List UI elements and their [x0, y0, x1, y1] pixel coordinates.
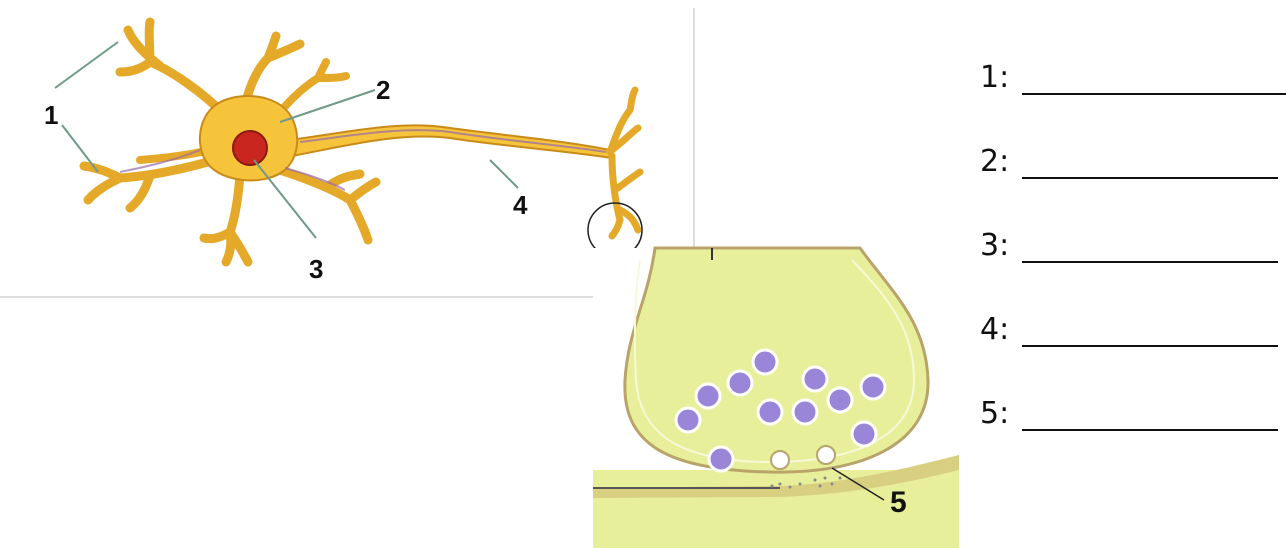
- answer-label: 4:: [980, 312, 1022, 347]
- dendrite: [120, 22, 225, 115]
- answer-label: 3:: [980, 228, 1022, 263]
- callout-4: 4: [513, 190, 528, 220]
- dendrite: [280, 62, 346, 112]
- dendrite: [204, 175, 248, 262]
- answer-blank[interactable]: [1022, 345, 1278, 347]
- answer-row-4: 4:: [980, 312, 1278, 347]
- answer-row-5: 5:: [980, 396, 1278, 431]
- callout-2: 2: [376, 75, 390, 105]
- callout-5: 5: [890, 486, 907, 519]
- answer-row-3: 3:: [980, 228, 1278, 263]
- neuron-illustration: [84, 22, 640, 262]
- answer-blank[interactable]: [1022, 93, 1286, 95]
- answer-blank[interactable]: [1022, 261, 1278, 263]
- answer-blank[interactable]: [1022, 177, 1278, 179]
- answer-label: 2:: [980, 144, 1022, 179]
- answer-row-1: 1:: [980, 60, 1286, 95]
- answer-label: 5:: [980, 396, 1022, 431]
- answer-label: 1:: [980, 60, 1022, 95]
- callout-3: 3: [309, 254, 323, 284]
- dendrite: [280, 170, 376, 240]
- nucleus: [233, 131, 267, 165]
- answer-row-2: 2:: [980, 144, 1278, 179]
- axon-terminal: [610, 90, 640, 236]
- callout-1: 1: [44, 100, 58, 130]
- dendrite: [84, 160, 215, 208]
- axon: [290, 125, 612, 158]
- answer-blank[interactable]: [1022, 429, 1278, 431]
